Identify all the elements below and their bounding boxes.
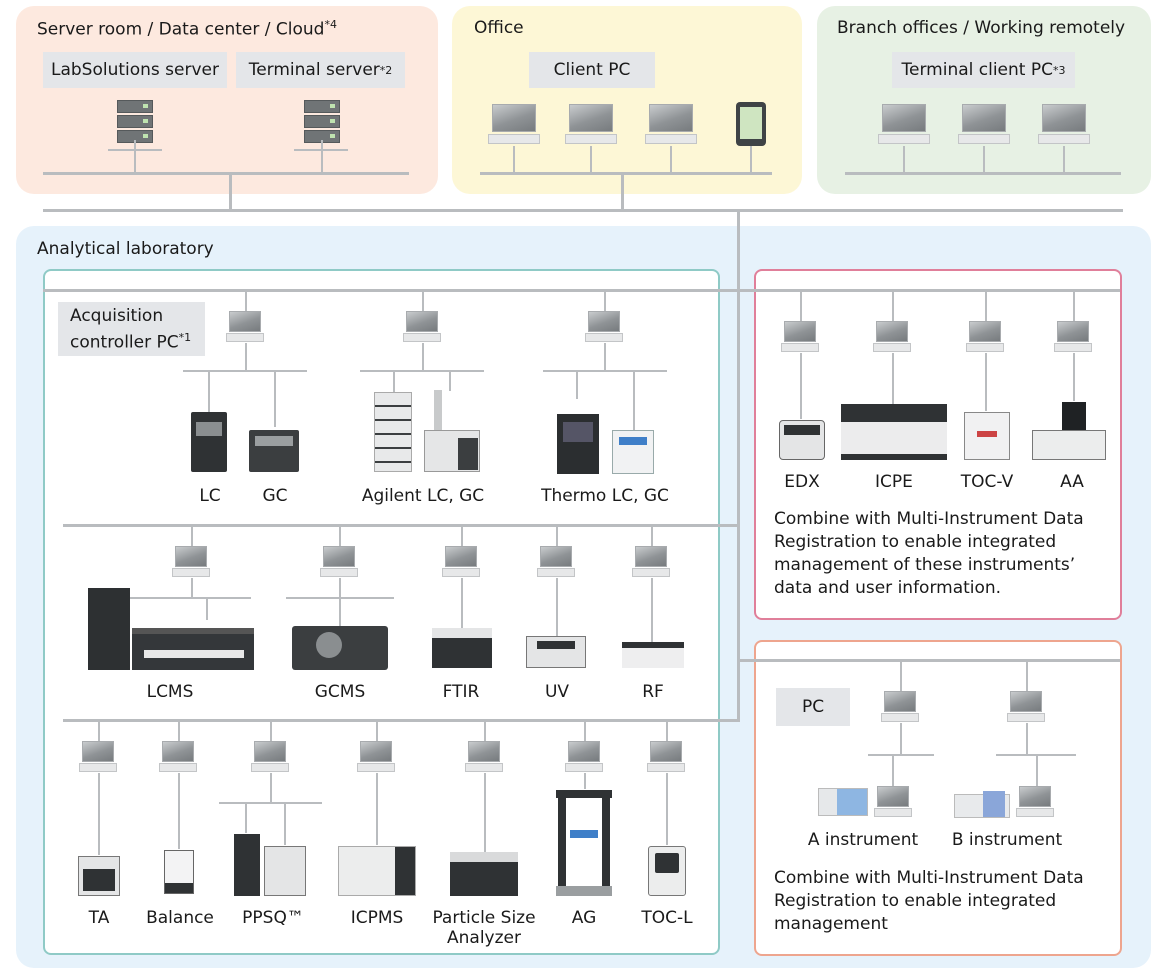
pc-icon [320,546,358,578]
rf-label: RF [642,682,664,702]
pc-icon [1054,321,1092,353]
toc-l-label: TOC-L [641,908,693,928]
terminal-server-label: Terminal server*2 [236,52,405,88]
pc-icon [226,311,264,343]
edx-label: EDX [784,472,820,492]
ta-instrument-icon [78,856,120,896]
pc-icon [874,786,912,818]
terminal-client-pc-icon [1038,104,1090,146]
toc-v-instrument-icon [964,412,1010,460]
uv-label: UV [544,682,570,702]
icpe-label: ICPE [875,472,913,492]
balance-instrument-icon [164,850,194,894]
tablet-icon [736,102,766,146]
pc-icon [465,741,503,773]
client-pc-icon [565,104,617,146]
ag-label: AG [571,908,597,928]
labsolutions-server-label: LabSolutions server [43,52,227,88]
pc-icon [537,546,575,578]
labsolutions-server-icon [117,100,153,143]
uv-instrument-icon [526,636,586,668]
lc-instrument-icon [191,412,227,472]
pc-icon [1016,786,1054,818]
pc-icon [442,546,480,578]
pc-icon [966,321,1004,353]
terminal-client-pc-icon [958,104,1010,146]
analyzer-label: Analyzer [447,928,521,948]
a-instrument-icon [818,788,868,816]
aa-label: AA [1060,472,1084,492]
pc-icon [251,741,289,773]
icpe-instrument-icon [841,404,947,460]
server-zone [16,6,438,194]
client-pc-icon [488,104,540,146]
a-instrument-label: A instrument [807,830,919,850]
ppsq-label: PPSQ™ [242,908,304,928]
pc-icon [1007,691,1045,723]
pc-icon [159,741,197,773]
gcms-label: GCMS [314,682,366,702]
toc-v-label: TOC-V [960,472,1014,492]
gcms-instrument-icon [292,626,388,670]
pc-icon [881,691,919,723]
client-pc-icon [645,104,697,146]
particle-size-analyzer-icon [450,852,518,896]
pc-icon [585,311,623,343]
b-instrument-label: B instrument [951,830,1063,850]
pc-label: PC [776,688,850,726]
toc-l-instrument-icon [648,846,686,896]
pc-icon [79,741,117,773]
agilent-lc-icon [374,392,412,472]
client-pc-label: Client PC [529,52,655,88]
agilent-gc-icon [424,390,480,472]
pc-icon [172,546,210,578]
office-zone-title: Office [474,18,524,38]
lcms-instrument-icon [88,588,254,670]
acquisition-controller-label: Acquisition controller PC*1 [58,302,205,356]
pc-icon [873,321,911,353]
icpms-label: ICPMS [350,908,404,928]
gc-label: GC [262,486,288,506]
multi-instrument-note: Combine with Multi-Instrument Data Regis… [774,509,1084,598]
rf-instrument-icon [622,642,684,668]
ag-instrument-icon [556,790,612,896]
office-zone [452,6,802,194]
pc-icon [357,741,395,773]
pc-instrument-note: Combine with Multi-Instrument Data Regis… [774,868,1084,934]
agilent-lc-gc-label: Agilent LC, GC [361,486,485,506]
thermo-lc-icon [557,414,599,474]
lcms-label: LCMS [146,682,194,702]
terminal-client-pc-icon [878,104,930,146]
pc-icon [647,741,685,773]
edx-instrument-icon [779,420,825,460]
pc-icon [781,321,819,353]
balance-label: Balance [146,908,214,928]
pc-icon [565,741,603,773]
ftir-label: FTIR [442,682,480,702]
thermo-gc-icon [612,430,654,474]
ta-label: TA [88,908,110,928]
pc-icon [632,546,670,578]
gc-instrument-icon [249,430,299,472]
ppsq-instrument-icon [234,834,306,896]
thermo-lc-gc-label: Thermo LC, GC [541,486,669,506]
lc-label: LC [199,486,221,506]
branch-zone-title: Branch offices / Working remotely [837,18,1126,38]
b-instrument-icon [954,791,1010,818]
icpms-instrument-icon [338,846,416,896]
ftir-instrument-icon [432,628,492,668]
terminal-client-pc-label: Terminal client PC*3 [892,52,1075,88]
pc-icon [403,311,441,343]
terminal-server-icon [304,100,340,143]
lab-zone-title: Analytical laboratory [37,239,214,259]
server-zone-title: Server room / Data center / Cloud*4 [37,18,337,40]
main-network-line [43,209,1123,212]
particle-size-label: Particle Size [432,908,536,928]
aa-instrument-icon [1032,402,1106,460]
